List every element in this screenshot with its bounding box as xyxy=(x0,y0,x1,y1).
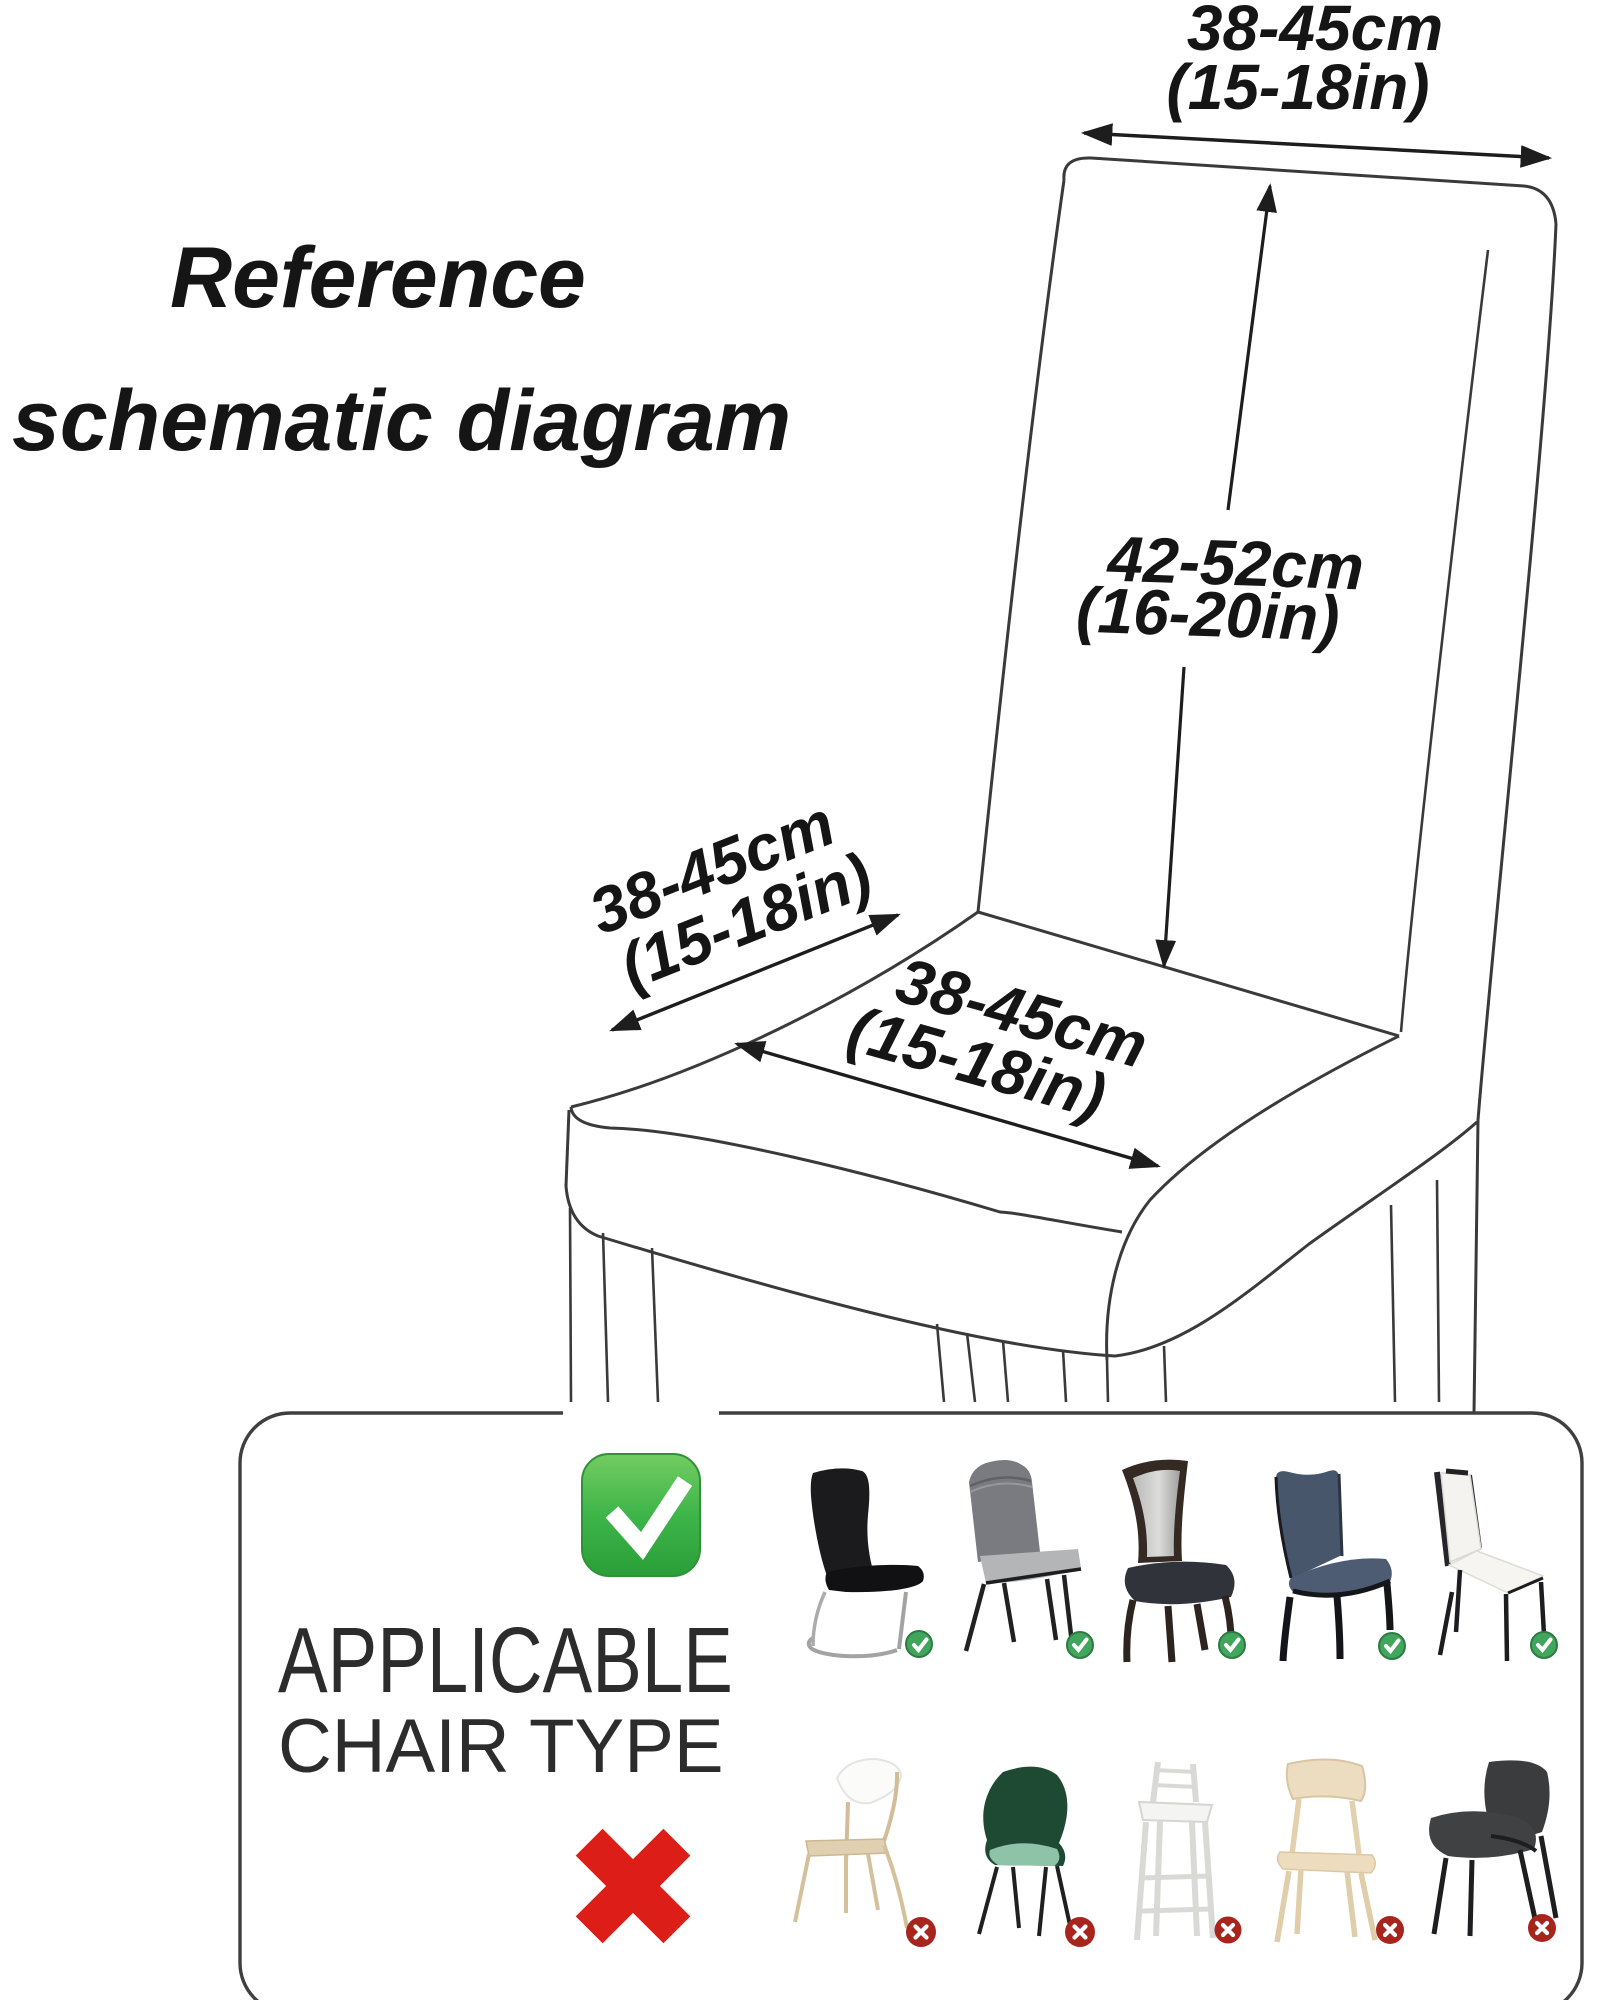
svg-text:42-52cm: 42-52cm xyxy=(1104,522,1365,603)
svg-text:CHAIR TYPE: CHAIR TYPE xyxy=(278,1703,724,1788)
svg-text:APPLICABLE: APPLICABLE xyxy=(278,1608,733,1712)
svg-text:schematic diagram: schematic diagram xyxy=(12,373,791,469)
svg-text:(16-20in): (16-20in) xyxy=(1075,574,1341,655)
svg-text:Reference: Reference xyxy=(170,230,586,326)
svg-text:38-45cm: 38-45cm xyxy=(1187,0,1443,64)
svg-text:(15-18in): (15-18in) xyxy=(1166,51,1429,123)
